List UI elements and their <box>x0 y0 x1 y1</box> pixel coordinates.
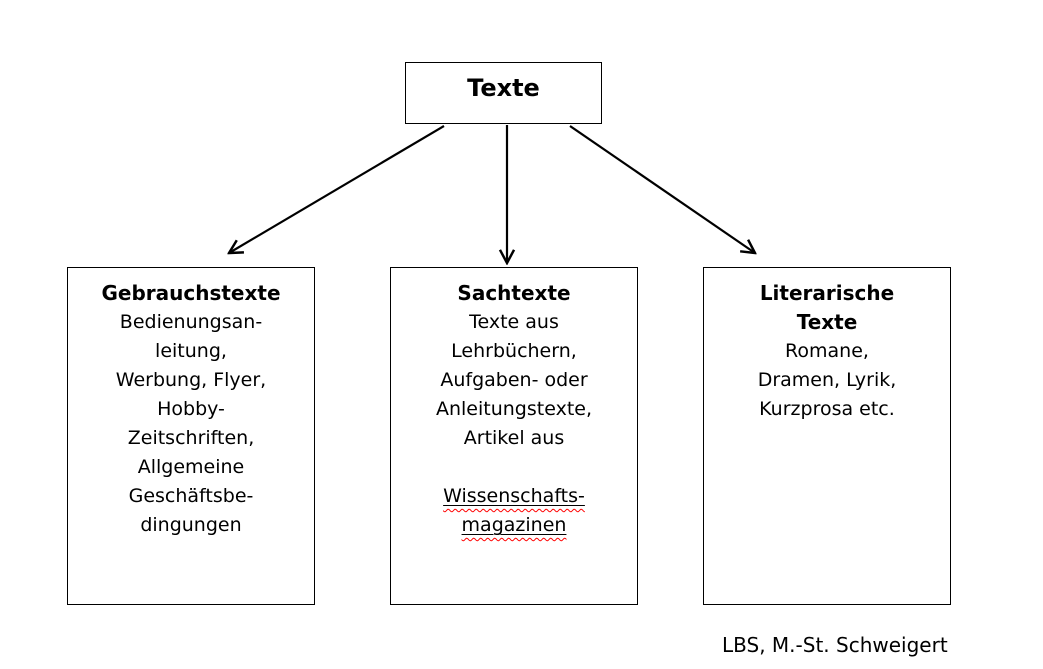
node-texte: Texte <box>405 62 602 124</box>
node-literarische-texte: Literarische Texte Romane, Dramen, Lyrik… <box>703 267 951 605</box>
node-literarische-texte-body: Romane, Dramen, Lyrik, Kurzprosa etc. <box>757 340 897 420</box>
node-sachtexte-underlined-body: Wissenschafts- magazinen <box>391 453 637 540</box>
node-sachtexte-title: Sachtexte <box>457 281 571 305</box>
footer-credit: LBS, M.-St. Schweigert <box>722 633 948 657</box>
node-texte-title: Texte <box>467 74 540 102</box>
node-gebrauchstexte-body: Bedienungsan- leitung, Werbung, Flyer, H… <box>115 311 267 536</box>
spellcheck-squiggle-text: Wissenschafts- magazinen <box>443 485 585 536</box>
node-literarische-texte-title: Literarische Texte <box>759 281 895 334</box>
node-sachtexte-body: Texte aus Lehrbüchern, Aufgaben- oder An… <box>435 311 592 449</box>
node-gebrauchstexte-title: Gebrauchstexte <box>101 281 281 305</box>
spellchecked-underlined-text: Wissenschafts- magazinen <box>443 485 585 536</box>
arrow-to-literarische-texte <box>569 125 755 253</box>
node-gebrauchstexte: Gebrauchstexte Bedienungsan- leitung, We… <box>67 267 315 605</box>
arrow-to-gebrauchstexte <box>229 125 445 253</box>
node-sachtexte: Sachtexte Texte aus Lehrbüchern, Aufgabe… <box>390 267 638 605</box>
